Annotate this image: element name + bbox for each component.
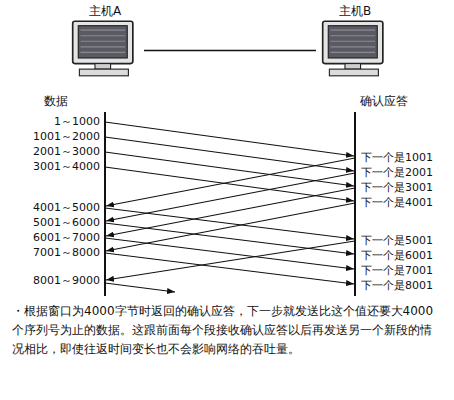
computer-icon (316, 19, 394, 79)
host-name: 主机A (66, 4, 144, 19)
network-cable (144, 50, 316, 52)
ack-label: 下一个是5001 (361, 234, 433, 248)
connectors (144, 50, 316, 51)
data-range: 1001～2000 (33, 130, 100, 144)
ack-label: 下一个是1001 (361, 151, 433, 165)
segment-arrow (106, 173, 355, 221)
ack-label: 下一个是2001 (361, 166, 433, 180)
segment-arrow (106, 158, 355, 206)
host-computer: 主机B (316, 4, 394, 79)
data-range: 3001～4000 (33, 160, 100, 174)
segment-arrow (105, 238, 354, 269)
data-range: 6001～7000 (33, 231, 100, 245)
segment-arrows (105, 122, 355, 292)
segment-arrow (105, 152, 354, 186)
timeline-a (104, 112, 106, 296)
segment-arrow (105, 253, 354, 284)
column-heading: 确认应答 (360, 94, 408, 108)
caption: ・根据窗口为4000字节时返回的确认应答，下一步就发送比这个值还要大4000个序… (12, 302, 440, 359)
data-range: 2001～3000 (33, 145, 100, 159)
data-range: 7001～8000 (33, 246, 100, 260)
ack-label: 下一个是4001 (361, 196, 433, 210)
ack-label: 下一个是7001 (361, 264, 433, 278)
segment-arrow (106, 203, 355, 251)
data-range: 1～1000 (54, 115, 100, 129)
segment-arrow (105, 137, 354, 171)
timeline-b (354, 112, 356, 296)
host-name: 主机B (316, 4, 394, 19)
segment-arrow (105, 283, 175, 292)
segment-arrow (106, 241, 355, 280)
data-range: 4001～5000 (33, 201, 100, 215)
ack-label: 下一个是3001 (361, 181, 433, 195)
segment-arrow (105, 122, 354, 156)
computer-icon (66, 19, 144, 79)
ack-label: 下一个是6001 (361, 249, 433, 263)
ack-label: 下一个是8001 (361, 279, 433, 293)
host-computer: 主机A (66, 4, 144, 79)
column-heading: 数据 (44, 94, 68, 108)
segment-arrow (105, 167, 354, 201)
data-range: 5001～6000 (33, 216, 100, 230)
segment-arrow (106, 188, 355, 236)
data-range: 8001～9000 (33, 274, 100, 288)
